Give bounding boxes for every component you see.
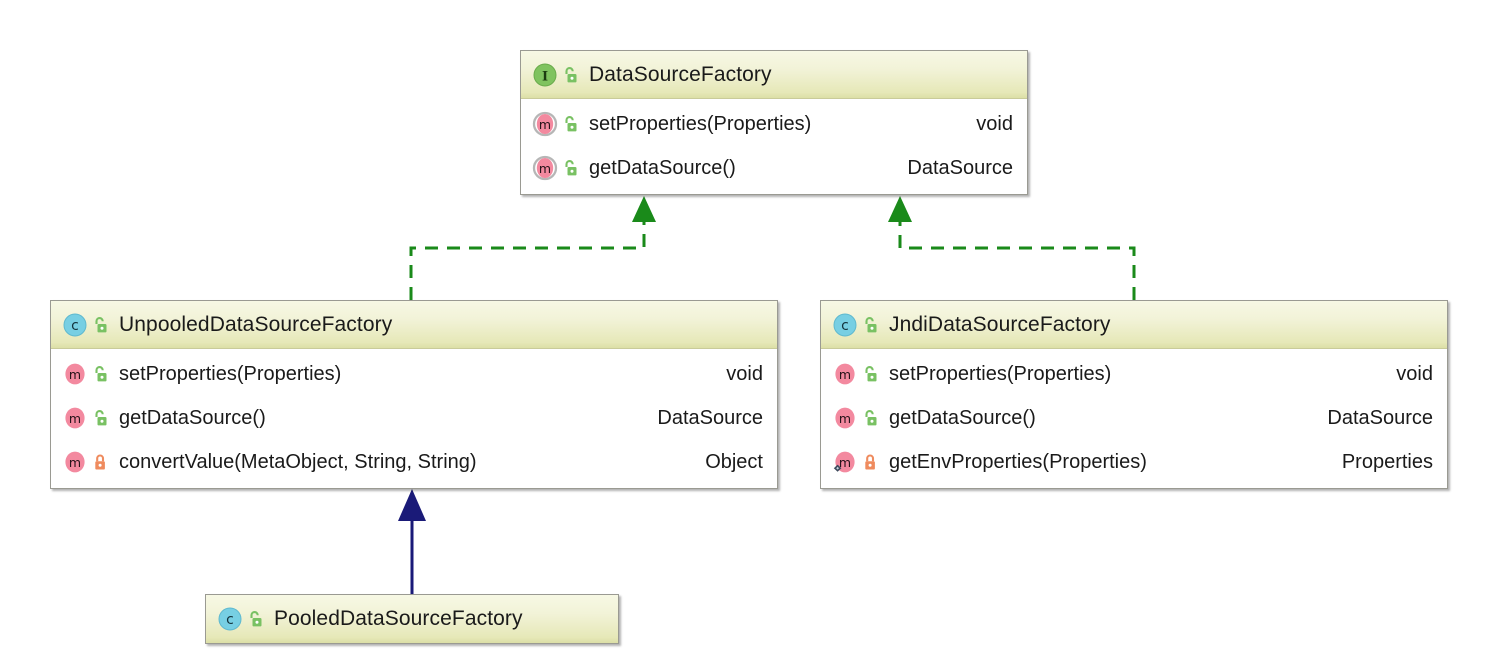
method-icon: m [832, 405, 858, 431]
public-unlocked-icon [245, 609, 265, 629]
member-signature: convertValue(MetaObject, String, String) [119, 450, 477, 473]
svg-text:m: m [839, 411, 851, 426]
member-return-type: void [726, 362, 763, 385]
public-unlocked-icon [560, 114, 580, 134]
interface-icon: I [532, 62, 558, 88]
public-unlocked-icon [560, 158, 580, 178]
uml-member-row[interactable]: m setProperties(Properties) void [51, 352, 777, 396]
member-signature: getDataSource() [889, 406, 1036, 429]
svg-text:m: m [69, 411, 81, 426]
member-return-type: DataSource [657, 406, 763, 429]
public-unlocked-icon [90, 364, 110, 384]
method-icon: m [532, 155, 558, 181]
svg-text:c: c [71, 318, 79, 334]
edge-pooled-extends-unpooled [398, 489, 426, 594]
uml-node-header: c PooledDataSourceFactory [206, 595, 618, 643]
method-icon: m [62, 449, 88, 475]
public-unlocked-icon [860, 364, 880, 384]
class-icon: c [217, 606, 243, 632]
protected-locked-icon [90, 452, 110, 472]
member-signature: setProperties(Properties) [119, 362, 342, 385]
svg-text:c: c [841, 318, 849, 334]
uml-node-header: c JndiDataSourceFactory [821, 301, 1447, 349]
public-unlocked-icon [860, 315, 880, 335]
public-unlocked-icon [90, 315, 110, 335]
method-static-icon: m [832, 449, 858, 475]
member-return-type: DataSource [1327, 406, 1433, 429]
uml-node-header: I DataSourceFactory [521, 51, 1027, 99]
method-icon: m [62, 361, 88, 387]
uml-member-row[interactable]: m getEnvProperties(Properties) [821, 440, 1447, 484]
public-unlocked-icon [90, 408, 110, 428]
uml-node-pooleddatasourcefactory[interactable]: c PooledDataSourceFactory [205, 594, 619, 644]
svg-text:m: m [839, 367, 851, 382]
uml-members-section: m setProperties(Properties) void [51, 349, 777, 488]
member-return-type: Object [705, 450, 763, 473]
uml-node-jndidatasourcefactory[interactable]: c JndiDataSourceFactory m [820, 300, 1448, 489]
static-badge-icon [833, 464, 842, 472]
svg-text:m: m [839, 455, 851, 470]
member-signature: setProperties(Properties) [589, 112, 812, 135]
uml-node-unpooleddatasourcefactory[interactable]: c UnpooledDataSourceFactory m [50, 300, 778, 489]
svg-text:I: I [542, 69, 548, 84]
public-unlocked-icon [860, 408, 880, 428]
svg-text:m: m [539, 161, 551, 176]
member-signature: getEnvProperties(Properties) [889, 450, 1147, 473]
member-return-type: void [976, 112, 1013, 135]
protected-locked-icon [860, 452, 880, 472]
uml-member-row[interactable]: m getDataSource() DataSource [821, 396, 1447, 440]
class-icon: c [62, 312, 88, 338]
uml-members-section: m setProperties(Properties) void [521, 99, 1027, 194]
svg-text:m: m [69, 367, 81, 382]
uml-member-row[interactable]: m convertValue(MetaObject, String, Strin… [51, 440, 777, 484]
member-signature: getDataSource() [589, 156, 736, 179]
svg-text:c: c [226, 612, 234, 628]
uml-member-row[interactable]: m getDataSource() DataSource [521, 146, 1027, 190]
uml-node-title: JndiDataSourceFactory [889, 312, 1111, 336]
method-icon: m [532, 111, 558, 137]
member-return-type: DataSource [907, 156, 1013, 179]
uml-node-title: DataSourceFactory [589, 62, 772, 86]
public-unlocked-icon [560, 65, 580, 85]
member-signature: setProperties(Properties) [889, 362, 1112, 385]
member-signature: getDataSource() [119, 406, 266, 429]
edge-unpooled-implements-datasourcefactory [409, 196, 656, 300]
uml-member-row[interactable]: m getDataSource() DataSource [51, 396, 777, 440]
method-icon: m [62, 405, 88, 431]
edge-jndi-implements-datasourcefactory [888, 196, 1136, 300]
uml-member-row[interactable]: m setProperties(Properties) void [821, 352, 1447, 396]
uml-node-title: UnpooledDataSourceFactory [119, 312, 393, 336]
uml-node-datasourcefactory[interactable]: I DataSourceFactory m [520, 50, 1028, 195]
member-return-type: void [1396, 362, 1433, 385]
svg-text:m: m [69, 455, 81, 470]
uml-members-section: m setProperties(Properties) void [821, 349, 1447, 488]
svg-text:m: m [539, 117, 551, 132]
method-icon: m [832, 361, 858, 387]
class-icon: c [832, 312, 858, 338]
uml-node-header: c UnpooledDataSourceFactory [51, 301, 777, 349]
member-return-type: Properties [1341, 450, 1433, 473]
uml-node-title: PooledDataSourceFactory [274, 607, 523, 630]
uml-member-row[interactable]: m setProperties(Properties) void [521, 102, 1027, 146]
